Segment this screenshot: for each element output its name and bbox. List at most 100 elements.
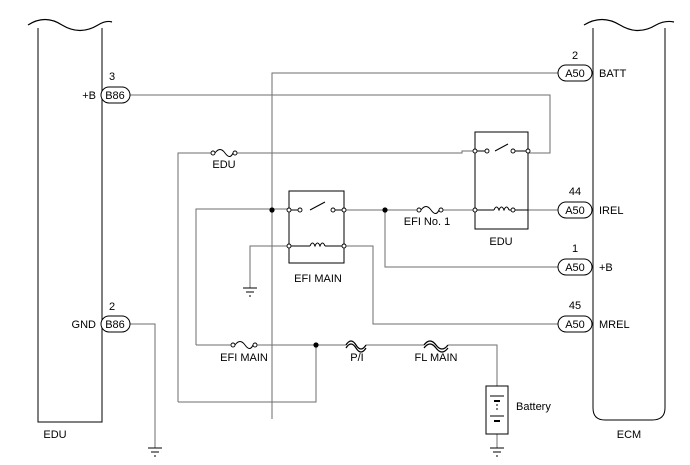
battery-label: Battery	[516, 401, 551, 413]
fuse-terminal	[438, 207, 444, 213]
connector-code: A50	[565, 262, 585, 274]
wire-efi-main-coil-gnd	[249, 245, 289, 288]
connector-a50-mrel: A50 45 MREL	[557, 300, 630, 333]
wires	[129, 72, 558, 448]
ecm-module-body	[592, 28, 666, 421]
ecm-module-label: ECM	[617, 429, 641, 441]
connector-shape	[557, 315, 593, 333]
relay-edu: EDU	[472, 131, 531, 248]
junction-dot	[313, 342, 319, 348]
fuse-terminal	[232, 150, 238, 156]
wire-edu-fuse	[177, 150, 475, 402]
relay-pin	[510, 207, 516, 213]
relay-box	[288, 190, 345, 264]
relay-pin	[525, 148, 531, 154]
pin-number: 45	[569, 300, 581, 312]
relay-contact	[510, 148, 516, 154]
edu-module-label: EDU	[43, 429, 66, 441]
fuse-efi-main: EFI MAIN	[220, 341, 268, 364]
fuse-terminal	[210, 150, 216, 156]
connector-code: A50	[565, 205, 585, 217]
edu-module-body	[37, 28, 103, 423]
battery: Battery	[485, 385, 551, 435]
relay-switch-arm	[309, 201, 326, 211]
relay-contact	[484, 148, 490, 154]
fuse-label: FL MAIN	[415, 352, 458, 364]
fuse-symbol	[234, 341, 254, 349]
connector-code: A50	[565, 68, 585, 80]
fuse-pi: P/I	[345, 340, 367, 364]
edu-module: EDU	[27, 18, 113, 441]
relay-pin	[341, 207, 347, 213]
relay-pin	[341, 243, 347, 249]
ground-icon	[243, 287, 257, 297]
terminal-label: BATT	[599, 68, 627, 80]
relay-pin	[286, 207, 292, 213]
junction-dot	[269, 207, 275, 213]
connector-shape	[100, 86, 131, 104]
relay-efi-main: EFI MAIN	[286, 190, 347, 285]
fusible-link-symbol	[423, 343, 449, 353]
connector-shape	[557, 64, 593, 82]
ground-icon	[490, 447, 504, 457]
wire-batt	[271, 72, 558, 419]
relay-contact	[297, 207, 303, 213]
fusible-link-symbol	[345, 340, 367, 350]
pin-number: 2	[109, 301, 115, 313]
connector-shape	[557, 258, 593, 276]
fusible-link-symbol	[423, 340, 449, 350]
fuse-label: EFI MAIN	[220, 352, 268, 364]
relay-pin	[472, 148, 478, 154]
terminal-label: +B	[82, 90, 96, 102]
relay-coil	[493, 206, 510, 212]
wire-lower-loop	[178, 345, 317, 403]
fusible-link-symbol	[345, 343, 367, 353]
wire-mrel	[344, 245, 558, 325]
fuse-symbol	[214, 149, 234, 157]
ground-icon	[148, 447, 162, 457]
pin-number: 2	[572, 50, 578, 62]
fuse-symbol	[420, 206, 440, 214]
edu-module-break	[27, 18, 113, 32]
relay-label: EDU	[489, 236, 512, 248]
fuse-efi-no1: EFI No. 1	[404, 206, 450, 228]
fuse-label: P/I	[350, 352, 363, 364]
connector-shape	[100, 315, 131, 333]
terminal-label: MREL	[599, 319, 630, 331]
pin-number: 3	[109, 71, 115, 83]
fuse-label: EFI No. 1	[404, 216, 450, 228]
terminal-label: +B	[599, 262, 613, 274]
fuse-terminal	[416, 207, 422, 213]
terminal-label: GND	[72, 319, 97, 331]
pin-number: 44	[569, 186, 581, 198]
terminal-label: IREL	[599, 205, 623, 217]
wire-gnd	[129, 323, 156, 448]
relay-label: EFI MAIN	[294, 273, 342, 285]
connector-b86-plus-b: B86 3 +B	[82, 71, 131, 104]
relay-pin	[472, 207, 478, 213]
pin-number: 1	[572, 243, 578, 255]
connector-code: A50	[565, 319, 585, 331]
junction-dot	[382, 207, 388, 213]
relay-contact	[330, 207, 336, 213]
connector-code: B86	[105, 319, 125, 331]
connector-a50-plus-b: A50 1 +B	[557, 243, 613, 276]
fuse-edu: EDU	[210, 149, 238, 171]
connector-a50-batt: A50 2 BATT	[557, 50, 627, 82]
wire-edu-plus-b	[129, 94, 551, 154]
wire-efi-main-in	[195, 208, 289, 345]
connector-a50-irel: A50 44 IREL	[557, 186, 623, 219]
connector-shape	[557, 201, 593, 219]
fuse-label: EDU	[212, 159, 235, 171]
fuse-terminal	[230, 342, 236, 348]
wire-fuse-chain	[196, 344, 498, 386]
relay-pin	[286, 243, 292, 249]
relay-box	[474, 131, 529, 230]
ecm-module: ECM	[583, 18, 675, 441]
connector-b86-gnd: B86 2 GND	[72, 301, 131, 333]
relay-switch-arm	[494, 143, 509, 152]
connector-code: B86	[105, 90, 125, 102]
fuse-fl-main: FL MAIN	[415, 340, 458, 364]
ecm-module-break	[583, 18, 675, 32]
